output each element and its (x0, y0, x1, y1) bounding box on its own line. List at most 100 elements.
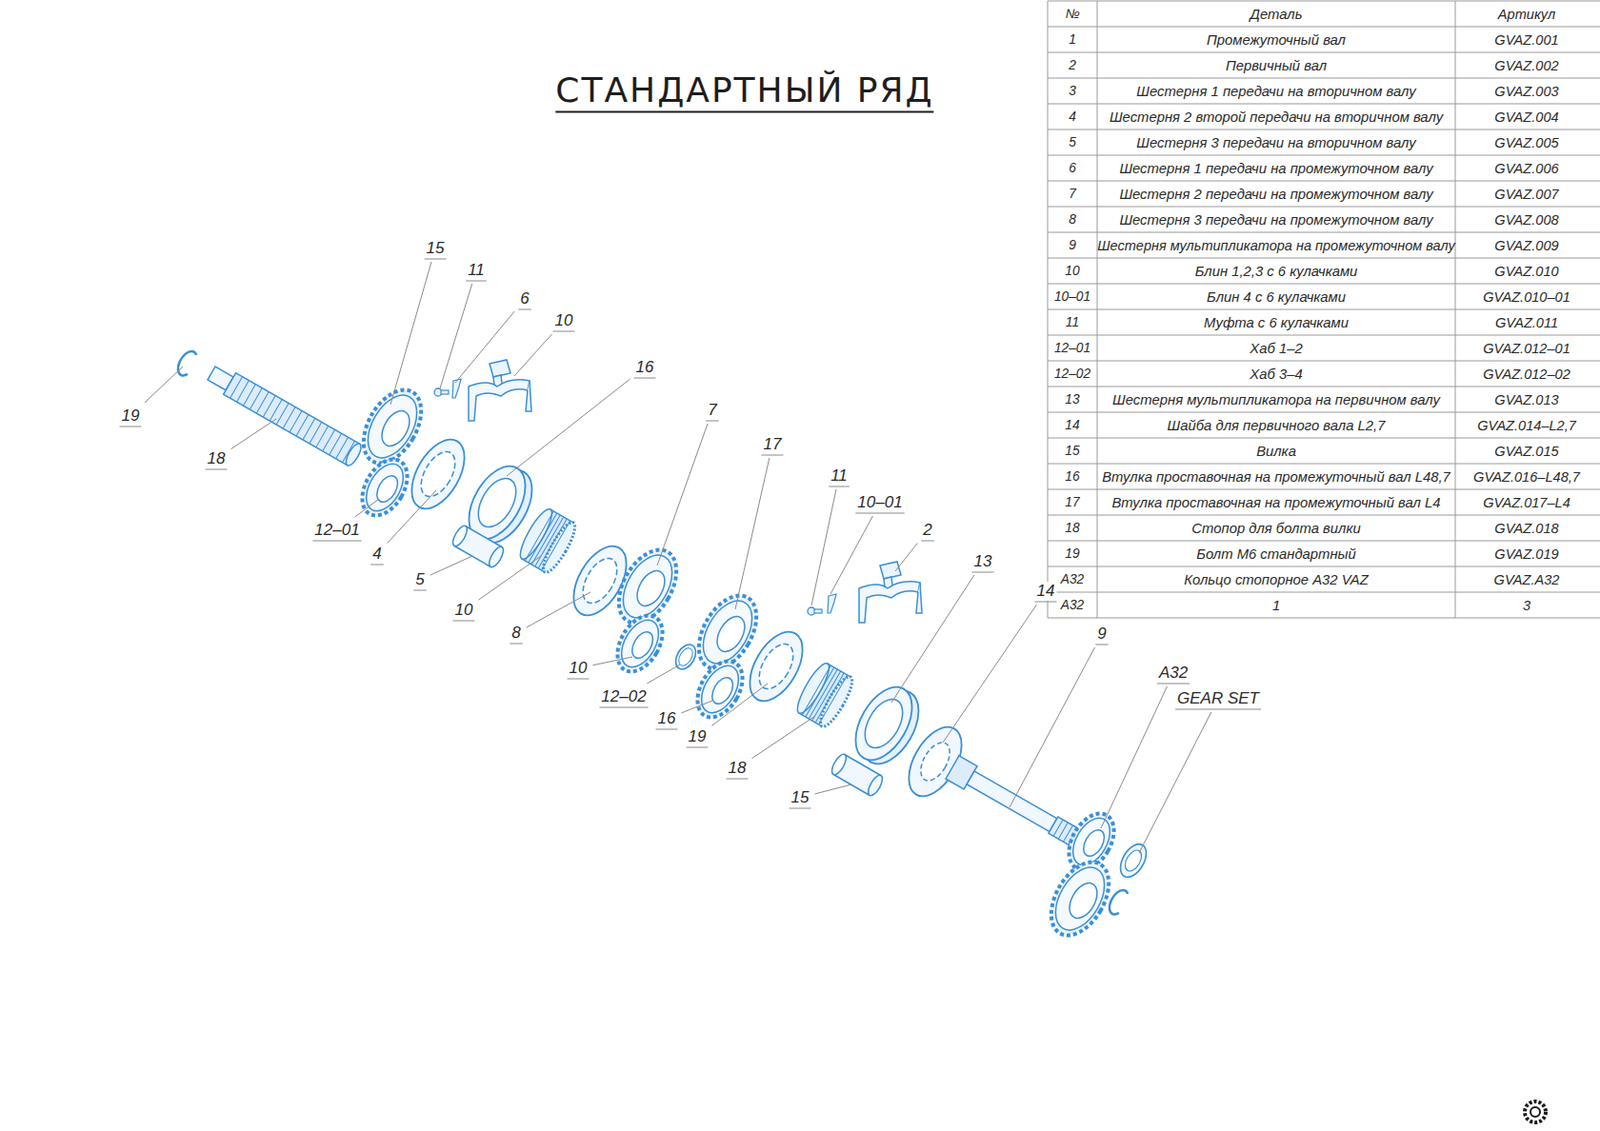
leader-line (830, 516, 873, 595)
callout-number: 15 (424, 239, 447, 259)
leader-line (735, 458, 770, 610)
callout-number: 16 (634, 358, 657, 378)
callout-underline (1035, 601, 1058, 603)
callout-underline (705, 420, 719, 422)
table-cell: GVAZ.011 (1457, 310, 1597, 335)
table-cell: GVAZ.009 (1457, 233, 1597, 258)
callout-underline (205, 469, 228, 471)
leader-line (514, 334, 552, 377)
table-cell: Шестерня 3 передачи на вторичном валу (1099, 130, 1454, 155)
table-cell: GVAZ.004 (1457, 104, 1597, 129)
table-rule (1047, 489, 1600, 491)
table-rule (1047, 386, 1600, 388)
table-cell: GVAZ.002 (1457, 53, 1597, 78)
callout-underline (1095, 644, 1108, 646)
table-cell: Стопор для болта вилки (1099, 516, 1454, 540)
callout-number: 5 (413, 570, 426, 590)
table-cell: 9 (1049, 233, 1096, 258)
table-cell: Втулка проставочная на промежуточный вал… (1099, 464, 1454, 489)
callout-number: 10 (553, 311, 576, 331)
table-cell: Шестерня 1 передачи на промежуточном вал… (1099, 156, 1454, 180)
leader-line (814, 784, 852, 795)
callout-underline (726, 779, 749, 780)
callout-underline (509, 643, 522, 645)
callout-underline (761, 455, 784, 457)
table-rule (1097, 0, 1099, 619)
leader-line (891, 575, 975, 703)
table-rule (1047, 515, 1600, 517)
callout-underline (634, 378, 657, 380)
callout-number: 19 (120, 406, 142, 426)
leader-line (711, 683, 768, 726)
callout-underline (656, 729, 679, 731)
table-rule (1047, 0, 1600, 2)
table-cell: Кольцо стопорное A32 VAZ (1099, 567, 1454, 592)
table-header: № (1049, 1, 1096, 26)
table-cell: Втулка проставочная на промежуточный вал… (1099, 490, 1454, 515)
table-cell: 17 (1049, 490, 1096, 515)
table-cell: 3 (1457, 593, 1597, 618)
table-rule (1047, 335, 1600, 337)
table-cell: Хаб 1–2 (1099, 336, 1454, 360)
table-rule (1047, 232, 1600, 234)
table-rule (1047, 78, 1600, 80)
table-cell: GVAZ.005 (1457, 130, 1597, 155)
leader-line (455, 311, 515, 383)
table-cell: 7 (1049, 181, 1096, 206)
callout-underline (370, 564, 383, 566)
callout-underline (1157, 683, 1190, 685)
leader-line (230, 419, 277, 450)
table-cell: GVAZ.010–01 (1457, 284, 1597, 309)
table-cell: Шестерня мультипликатора на первичном ва… (1099, 387, 1454, 412)
table-cell: 15 (1049, 439, 1096, 463)
callout-number: 6 (518, 289, 531, 309)
leader-line (811, 489, 837, 606)
table-rule (1047, 52, 1600, 54)
leader-line (506, 379, 631, 477)
table-cell: GVAZ.014–L2,7 (1457, 413, 1597, 438)
table-cell: GVAZ.010 (1457, 259, 1597, 283)
callout-underline (599, 707, 648, 709)
table-cell: GVAZ.019 (1457, 541, 1597, 566)
callout-number: 14 (1035, 581, 1058, 601)
leader-line (440, 283, 473, 389)
callout-number: 10 (567, 659, 590, 679)
callout-underline (972, 572, 995, 574)
table-header: Деталь (1099, 1, 1454, 26)
callout-number: 17 (761, 435, 784, 455)
table-cell: GVAZ.006 (1457, 156, 1597, 180)
table-cell: GVAZ.016–L48,7 (1457, 464, 1597, 489)
callout-underline (855, 513, 904, 515)
leader-line (144, 366, 183, 403)
callout-number: GEAR SET (1175, 689, 1261, 709)
callout-number: 9 (1095, 624, 1108, 644)
table-cell: GVAZ.003 (1457, 79, 1597, 103)
table-cell: 6 (1049, 156, 1096, 180)
callout-number: 11 (465, 260, 487, 280)
table-cell: GVAZ.001 (1457, 27, 1597, 52)
table-header: Артикул (1457, 1, 1597, 26)
callout-number: 12–01 (312, 520, 361, 540)
table-cell: Вилка (1099, 439, 1454, 463)
table-cell: Шестерня 2 второй передачи на вторичном … (1099, 104, 1454, 129)
table-cell: 10–01 (1049, 284, 1096, 309)
leader-line (478, 556, 541, 600)
leader-line (646, 664, 680, 684)
leader-line (355, 499, 380, 518)
leader-line (1100, 686, 1167, 829)
table-cell: 16 (1049, 464, 1096, 489)
table-rule (1047, 155, 1600, 157)
table-cell: Шестерня мультипликатора на промежуточно… (1099, 233, 1454, 258)
callout-number: A32 (1157, 663, 1190, 683)
table-cell: 11 (1049, 310, 1096, 335)
callout-number: 4 (370, 544, 383, 564)
table-cell: 1 (1099, 593, 1454, 618)
table-rule (1047, 618, 1600, 620)
callout-underline (920, 540, 934, 542)
table-cell: 1 (1049, 27, 1096, 52)
leader-line (430, 556, 473, 576)
leader-line (680, 700, 713, 714)
leader-line (1009, 647, 1096, 808)
leader-line (942, 604, 1037, 743)
table-cell: Муфта с 6 кулачками (1099, 310, 1454, 335)
